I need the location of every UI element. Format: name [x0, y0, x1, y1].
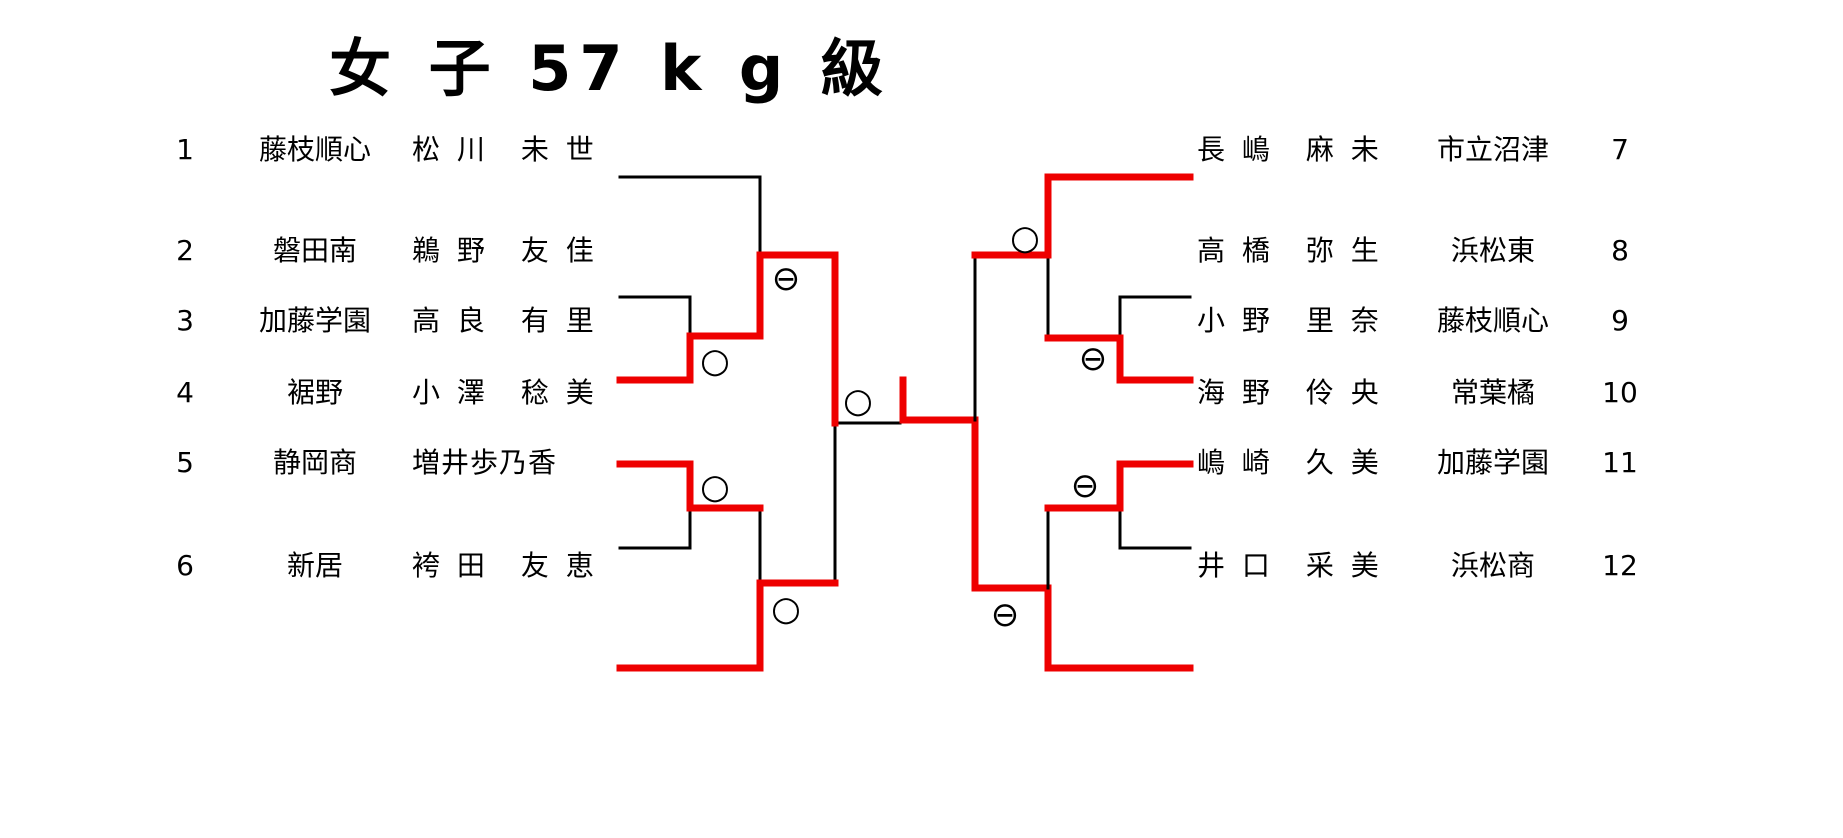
- ippon-mark: ○: [843, 381, 873, 421]
- school-name: 藤枝順心: [1436, 304, 1549, 337]
- seed-number: 10: [1602, 376, 1638, 409]
- competitor-name: 嶋 崎 久 美: [1197, 446, 1383, 479]
- bracket-win-line: [616, 251, 839, 427]
- bracket-line: [833, 421, 902, 585]
- seed-number: 8: [1611, 234, 1629, 267]
- seed-number: 9: [1611, 304, 1629, 337]
- page-title: 女 子 57 k g 級: [329, 32, 891, 105]
- bracket-line: [1118, 295, 1192, 340]
- bracket-win-line: [1044, 334, 1194, 384]
- bracket-line: [618, 506, 692, 550]
- competitor-name: 海 野 伶 央: [1197, 376, 1383, 409]
- competitor-name: 袴 田 友 恵: [412, 549, 598, 582]
- school-name: 静岡商: [272, 446, 357, 479]
- competitor-name: 高 橋 弥 生: [1197, 234, 1383, 267]
- waza-mark: ⊖: [1079, 339, 1108, 379]
- bracket-line: [618, 295, 692, 338]
- competitor-name: 鵜 野 友 佳: [412, 234, 598, 267]
- competitor-name: 増井歩乃香: [412, 446, 558, 479]
- school-name: 新居: [286, 549, 343, 582]
- school-name: 浜松商: [1450, 549, 1535, 582]
- school-name: 磐田南: [272, 234, 357, 267]
- seed-number: 7: [1611, 133, 1629, 166]
- ippon-mark: ○: [700, 341, 730, 381]
- seed-number: 3: [176, 304, 194, 337]
- school-name: 市立沼津: [1436, 133, 1549, 166]
- school-name: 裾野: [286, 376, 343, 409]
- bracket-win-line: [971, 173, 1194, 259]
- seed-number: 4: [176, 376, 194, 409]
- bracket-win-line: [899, 376, 1194, 672]
- seed-number: 1: [176, 133, 194, 166]
- bracket-win-line: [616, 460, 764, 512]
- competitor-name: 小 澤 稔 美: [412, 376, 598, 409]
- competitor-name: 井 口 采 美: [1197, 549, 1383, 582]
- competitor-name: 高 良 有 里: [412, 304, 598, 337]
- bracket-line: [618, 175, 762, 257]
- school-name: 加藤学園: [258, 304, 371, 337]
- seed-number: 11: [1602, 446, 1638, 479]
- seed-number: 2: [176, 234, 194, 267]
- school-name: 藤枝順心: [258, 133, 371, 166]
- ippon-mark: ○: [1010, 218, 1040, 258]
- school-name: 浜松東: [1450, 234, 1535, 267]
- bracket-line: [1118, 506, 1192, 550]
- bracket-win-line: [1044, 460, 1194, 512]
- competitor-name: 松 川 未 世: [412, 133, 598, 166]
- school-name: 常葉橘: [1450, 376, 1535, 409]
- waza-mark: ⊖: [991, 595, 1020, 635]
- school-name: 加藤学園: [1436, 446, 1549, 479]
- ippon-mark: ○: [700, 467, 730, 507]
- waza-mark: ⊖: [1071, 466, 1100, 506]
- competitor-name: 長 嶋 麻 未: [1197, 133, 1383, 166]
- bracket-win-line: [616, 579, 839, 672]
- bracket-line: [973, 253, 1050, 422]
- waza-mark: ⊖: [772, 259, 801, 299]
- seed-number: 6: [176, 549, 194, 582]
- competitor-name: 小 野 里 奈: [1197, 304, 1383, 337]
- ippon-mark: ○: [771, 589, 801, 629]
- seed-number: 5: [176, 446, 194, 479]
- seed-number: 12: [1602, 549, 1638, 582]
